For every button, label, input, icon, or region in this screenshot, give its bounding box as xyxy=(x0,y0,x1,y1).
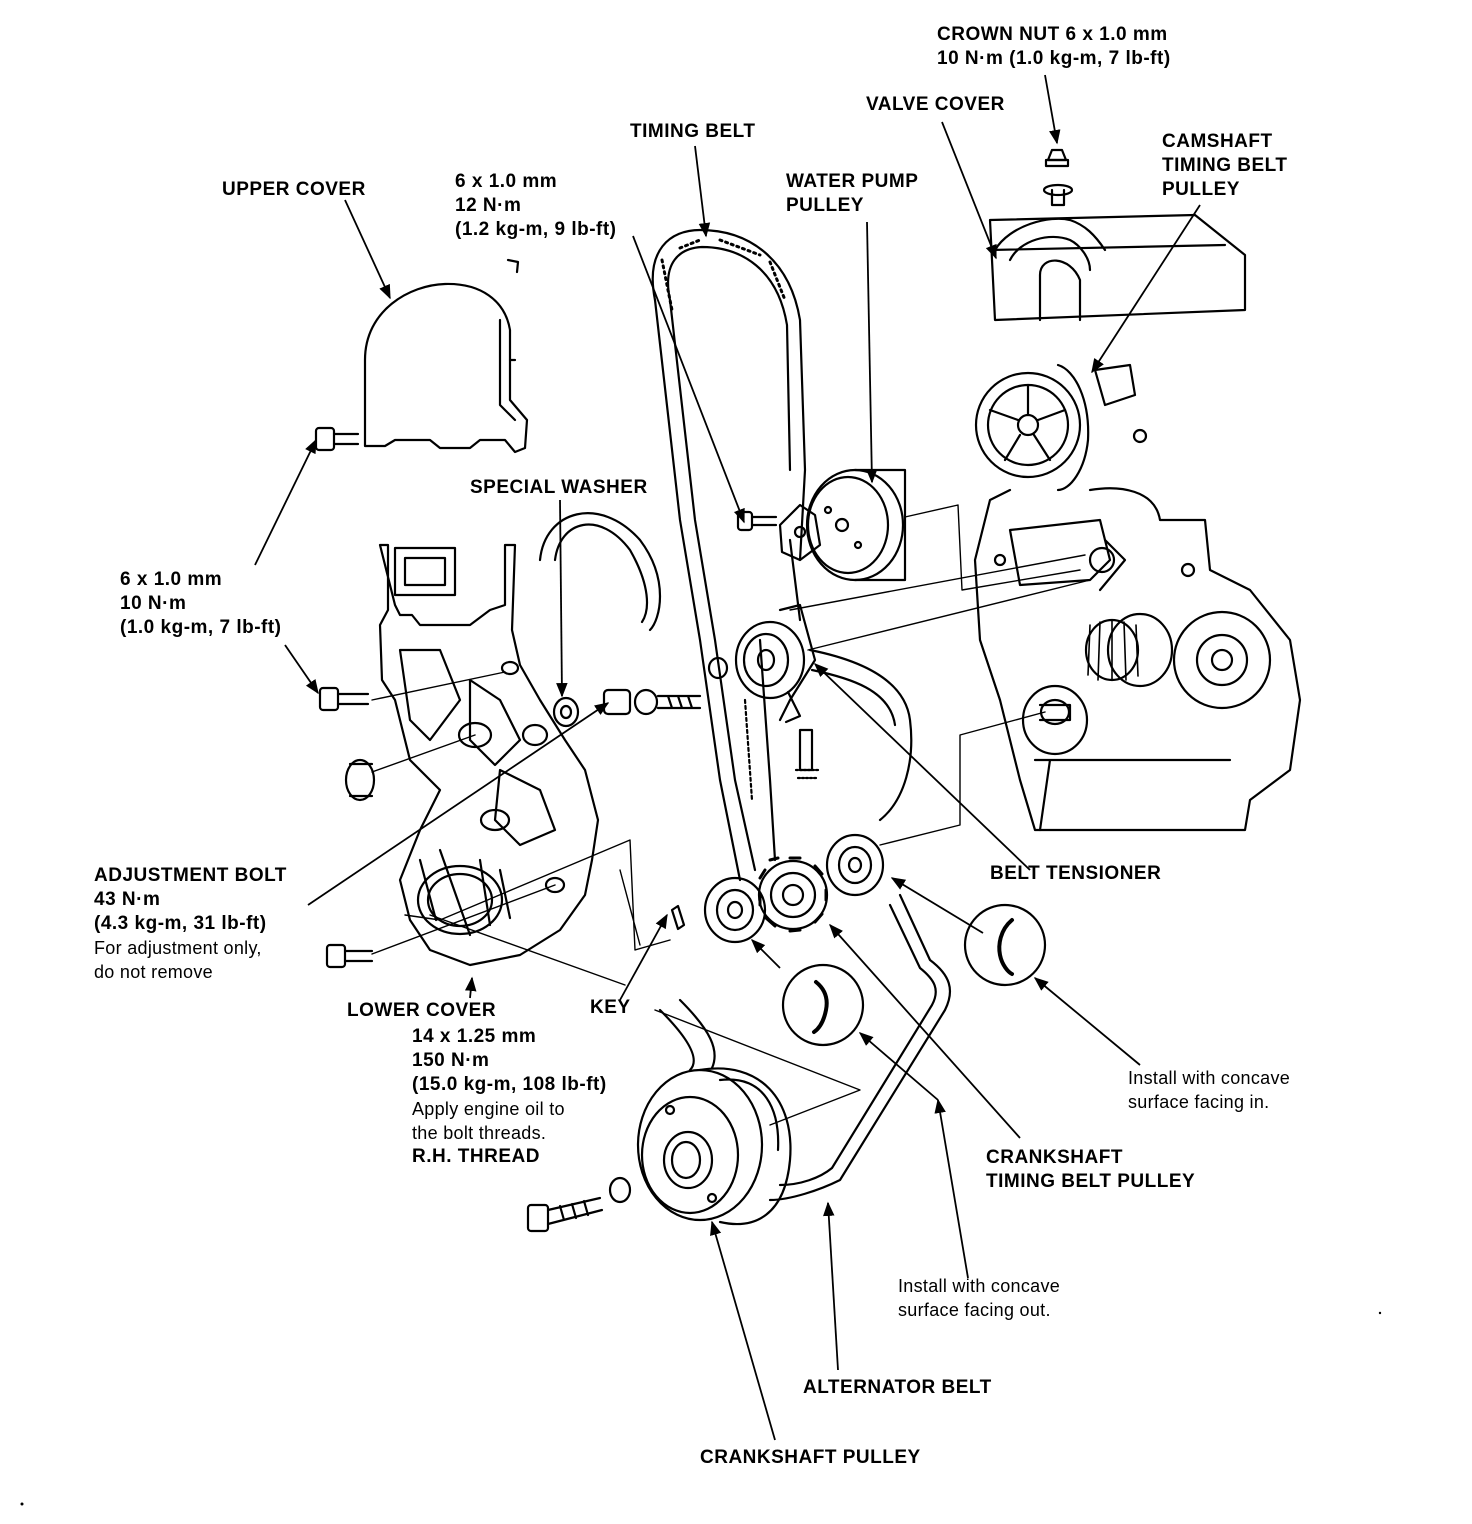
adjustment-bolt-label: ADJUSTMENT BOLT 43 N·m (4.3 kg-m, 31 lb-… xyxy=(94,865,287,982)
accessory-belt-segment xyxy=(538,512,661,632)
crown-nut-label: CROWN NUT 6 x 1.0 mm 10 N·m (1.0 kg-m, 7… xyxy=(937,24,1171,69)
belt-tensioner-part xyxy=(734,603,822,780)
timing-belt-label: TIMING BELT xyxy=(630,121,756,142)
adjustment-bolt-part xyxy=(552,656,729,728)
lower-cover-label: LOWER COVER xyxy=(347,1000,497,1021)
crankshaft-timing-pulley-part xyxy=(670,833,885,944)
engine-block-part xyxy=(973,213,1302,832)
concave-out-note: Install with concave surface facing out. xyxy=(898,1276,1061,1320)
washer-callout-in xyxy=(963,903,1047,987)
belt-tensioner-label: BELT TENSIONER xyxy=(990,863,1162,884)
alternator-belt-label: ALTERNATOR BELT xyxy=(803,1377,992,1398)
crankshaft-timing-belt-pulley-label: CRANKSHAFT TIMING BELT PULLEY xyxy=(986,1147,1196,1192)
lower-cover-bolts xyxy=(318,686,376,969)
concave-in-note: Install with concave surface facing in. xyxy=(1128,1068,1291,1112)
water-pump-pulley-part xyxy=(736,468,907,582)
valve-cover-label: VALVE COVER xyxy=(866,94,1005,115)
edge-dot xyxy=(20,1502,24,1506)
timing-belt-part xyxy=(651,228,807,882)
lower-cover-part xyxy=(378,543,600,967)
water-pump-pulley-label: WATER PUMP PULLEY xyxy=(786,171,919,216)
crown-nut-part xyxy=(1042,148,1074,207)
key-label: KEY xyxy=(590,997,631,1018)
washer-callout-out xyxy=(781,963,865,1047)
crankshaft-pulley-label: CRANKSHAFT PULLEY xyxy=(700,1447,921,1468)
upper-cover-bolt xyxy=(314,426,360,452)
leader-arrows xyxy=(254,74,1201,1441)
upper-cover-part xyxy=(363,258,529,454)
upper-cover-label: UPPER COVER xyxy=(222,179,366,200)
camshaft-timing-belt-pulley-label: CAMSHAFT TIMING BELT PULLEY xyxy=(1162,131,1288,200)
bolt-12nm-label: 6 x 1.0 mm 12 N·m (1.2 kg-m, 9 lb-ft) xyxy=(455,171,617,240)
alternator-belt-part xyxy=(768,648,952,1202)
bolt-10nm-label: 6 x 1.0 mm 10 N·m (1.0 kg-m, 7 lb-ft) xyxy=(120,569,282,638)
alignment-lines xyxy=(371,504,1091,1126)
crankshaft-bolt-label: 14 x 1.25 mm 150 N·m (15.0 kg-m, 108 lb-… xyxy=(412,1026,607,1167)
edge-dot xyxy=(1378,1311,1382,1315)
crankshaft-pulley-part xyxy=(526,998,792,1233)
special-washer-label: SPECIAL WASHER xyxy=(470,477,648,498)
